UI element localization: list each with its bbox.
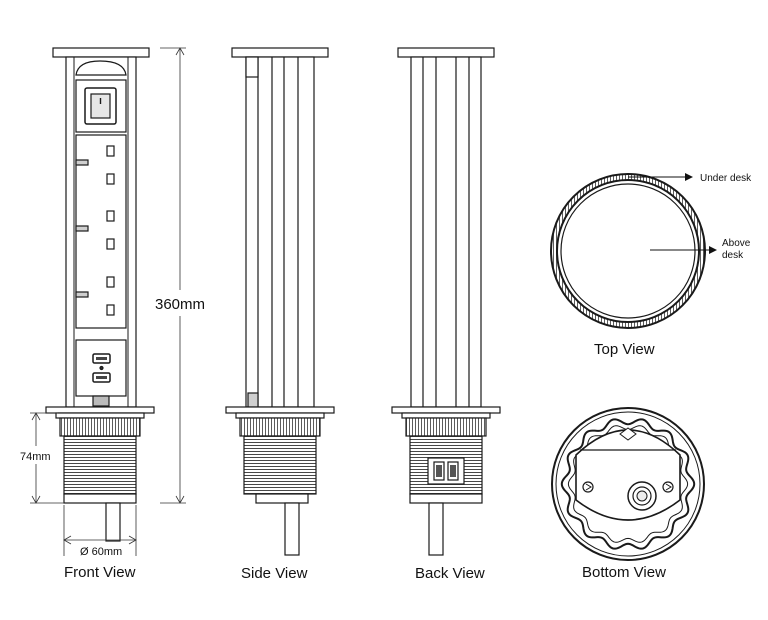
above-desk-label-line2: desk [722, 250, 744, 261]
side-collar [239, 417, 321, 437]
bottom-cap [575, 429, 681, 521]
bottom-screw-left [582, 481, 594, 493]
front-top-recess [75, 60, 127, 76]
front-threaded-housing [63, 435, 137, 495]
back-collar [405, 417, 487, 437]
side-view-label: Side View [241, 565, 308, 582]
front-flange [45, 406, 155, 414]
bottom-view [551, 407, 705, 561]
side-top-cap [231, 47, 329, 58]
uk-socket-1 [75, 145, 115, 185]
back-cable [428, 502, 444, 556]
under-desk-label: Under desk [700, 173, 752, 184]
above-desk-label-line1: Above [722, 238, 751, 249]
front-latch [92, 395, 110, 407]
top-view [550, 173, 706, 329]
dimension-diameter-label: Ø 60mm [80, 546, 122, 558]
dimension-height-label: 360mm [155, 296, 205, 313]
bottom-view-label: Bottom View [582, 564, 666, 581]
front-cable [105, 502, 121, 542]
back-view [391, 47, 501, 556]
dimension-base-height [30, 412, 64, 504]
uk-socket-3 [75, 276, 115, 316]
back-flange [391, 406, 501, 414]
uk-socket-2 [75, 210, 115, 250]
dimension-height [160, 47, 186, 504]
side-cable [284, 502, 300, 556]
side-view [225, 47, 335, 556]
power-switch-rocker [90, 93, 111, 119]
back-view-label: Back View [415, 565, 485, 582]
side-threaded-housing [243, 435, 317, 495]
bottom-marker [619, 427, 637, 441]
back-usb-block [427, 457, 465, 485]
front-collar [59, 417, 141, 437]
side-flange [225, 406, 335, 414]
front-view [45, 47, 155, 542]
top-view-label: Top View [594, 341, 655, 358]
back-body [410, 56, 482, 408]
bottom-screw-right [662, 481, 674, 493]
front-view-label: Front View [64, 564, 136, 581]
dimension-diameter [63, 505, 137, 556]
side-body [245, 56, 315, 408]
front-top-cap [52, 47, 150, 58]
dimension-base-height-label: 74mm [20, 451, 51, 463]
back-top-cap [397, 47, 495, 58]
